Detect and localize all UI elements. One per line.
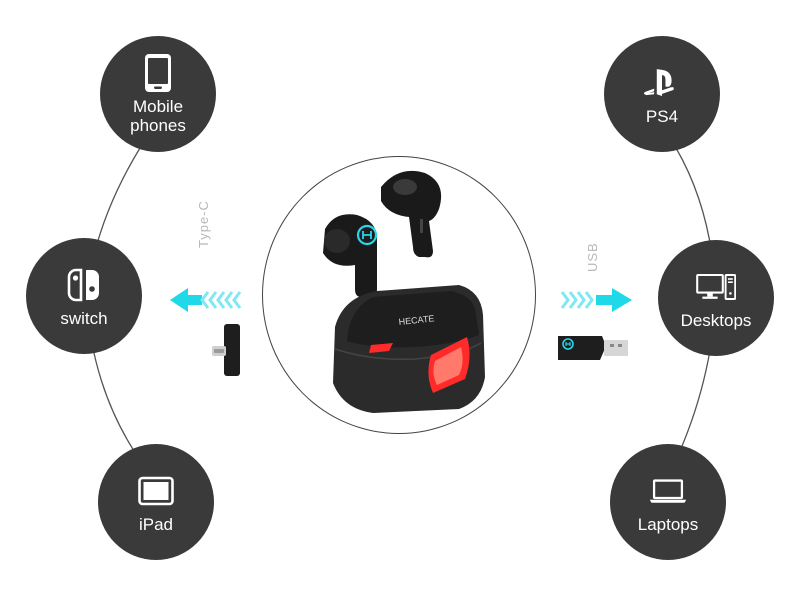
device-node-desktops: Desktops <box>658 240 774 356</box>
device-label-switch: switch <box>60 308 108 328</box>
device-node-switch: switch <box>26 238 142 354</box>
device-node-mobile-phones: Mobile phones <box>100 36 216 152</box>
tablet-icon <box>136 471 176 511</box>
playstation-icon <box>642 63 682 103</box>
device-label-mobile-phones: Mobile phones <box>130 97 186 135</box>
laptop-icon <box>648 471 688 511</box>
right-arrow-icon <box>560 288 632 312</box>
type-c-connector-label: Type-C <box>196 200 211 248</box>
device-label-ipad: iPad <box>138 514 174 534</box>
device-label-laptops: Laptops <box>637 514 699 534</box>
product-showcase-circle: HECATE <box>262 156 536 434</box>
device-node-ipad: iPad <box>98 444 214 560</box>
device-label-ps4: PS4 <box>645 106 679 126</box>
left-earbud-image <box>323 214 378 297</box>
device-node-ps4: PS4 <box>604 36 720 152</box>
usb-connector-label: USB <box>585 242 600 272</box>
right-earbud-image <box>381 170 442 258</box>
desktop-computer-icon <box>696 267 736 307</box>
smartphone-icon <box>138 53 178 93</box>
left-arrow-icon <box>170 288 242 312</box>
earbuds-and-case-illustration: HECATE <box>323 170 485 413</box>
device-node-laptops: Laptops <box>610 444 726 560</box>
usb-dongle-image <box>558 336 628 360</box>
device-label-desktops: Desktops <box>680 310 752 330</box>
charging-case-image: HECATE <box>333 285 485 413</box>
case-brand-text: HECATE <box>398 313 435 327</box>
type-c-dongle-image <box>212 324 240 376</box>
nintendo-switch-icon <box>64 265 104 305</box>
